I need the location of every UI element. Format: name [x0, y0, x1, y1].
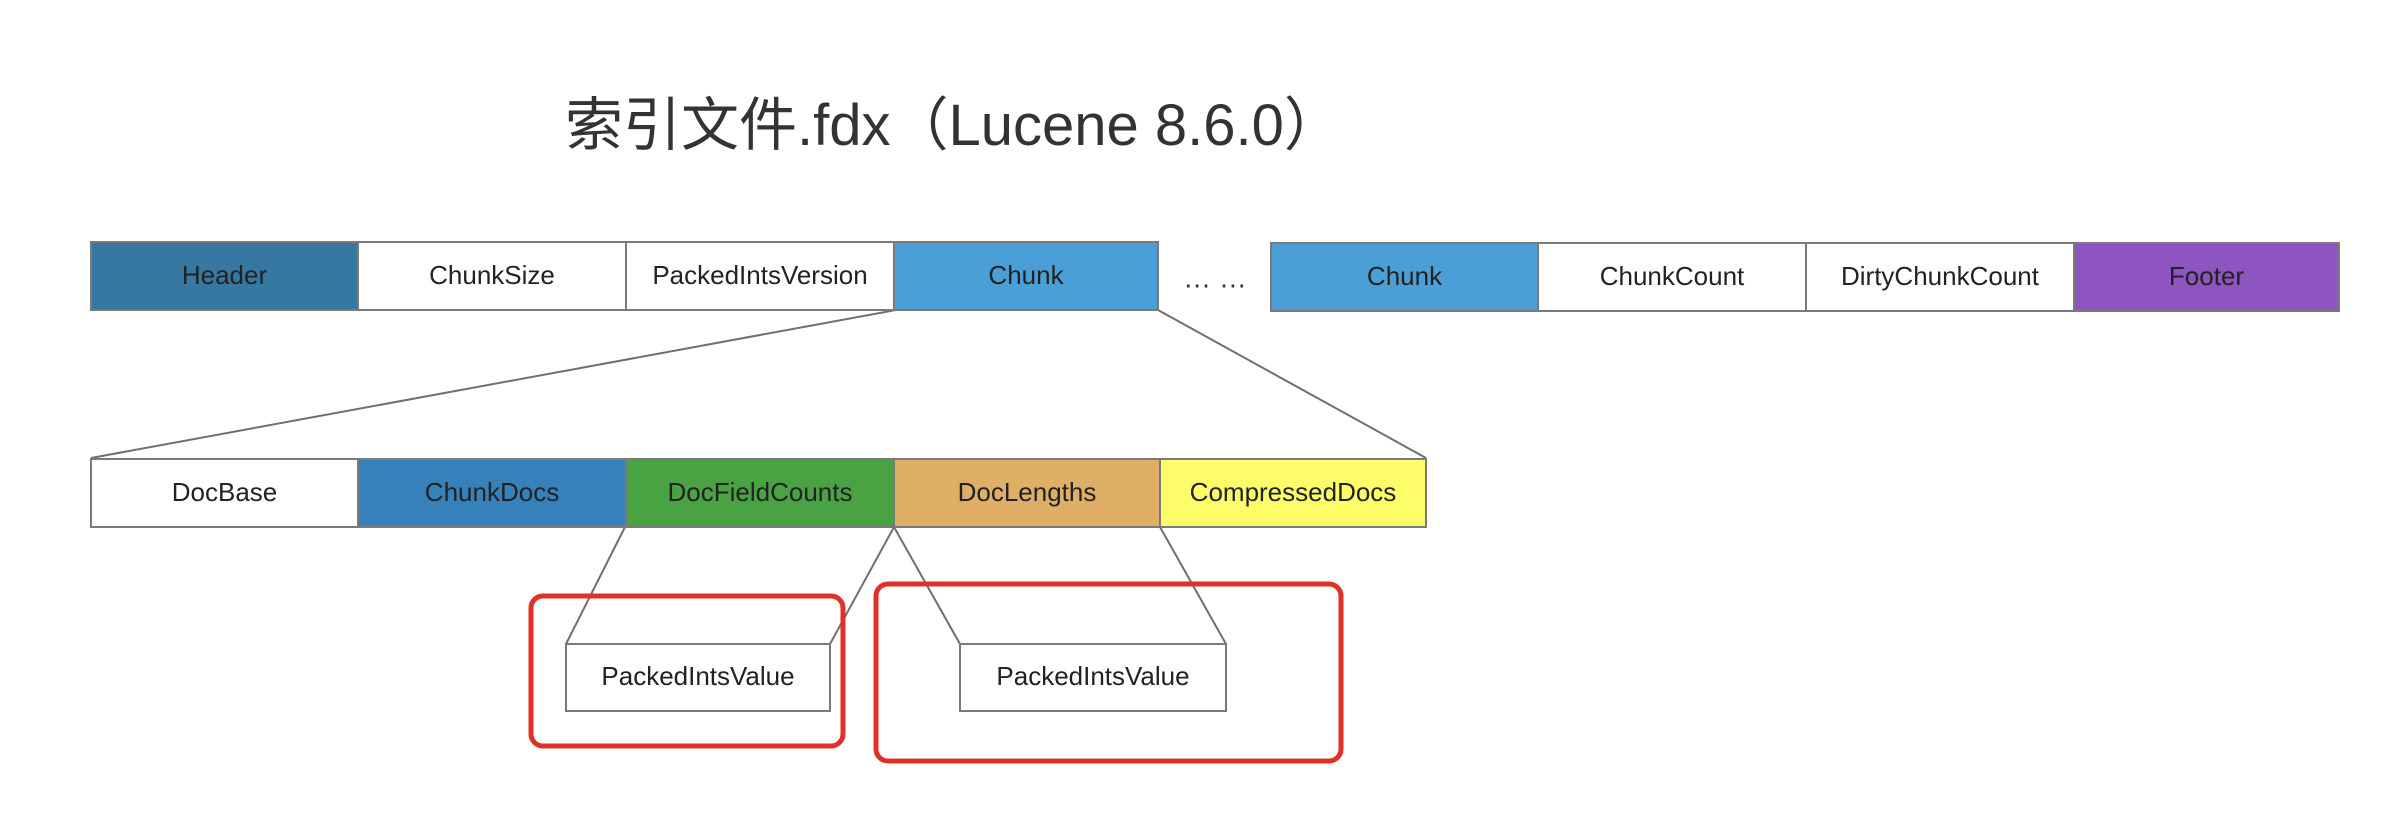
packed-values-row: PackedIntsValue PackedIntsValue [565, 643, 1227, 712]
field-counts-packed-ints-value-box [565, 643, 831, 712]
cell-doc-base: DocBase [90, 458, 359, 528]
chunk-2-box [1270, 242, 1539, 312]
field-counts-highlight-frame [528, 593, 846, 749]
doc-base-label: DocBase [172, 477, 278, 507]
footer-box [2073, 242, 2340, 312]
chunk-docs-box [357, 458, 627, 528]
chunk-expand-right-connector [1157, 309, 1427, 459]
chunk-expand-left-connector [90, 309, 897, 459]
cell-chunk: Chunk [893, 241, 1159, 311]
cell-doc-field-counts: DocFieldCounts [625, 458, 895, 528]
dirty-chunk-count-box [1805, 242, 2075, 312]
cell-chunk-count: ChunkCount [1537, 242, 1807, 312]
cell-lengths-packed-ints-value: PackedIntsValue [959, 643, 1227, 712]
doc-base-box [90, 458, 359, 528]
field-counts-packed-ints-value-label: PackedIntsValue [601, 661, 794, 691]
header-label: Header [182, 260, 268, 290]
compressed-docs-box [1159, 458, 1427, 528]
cell-compressed-docs: CompressedDocs [1159, 458, 1427, 528]
cell-doc-lengths: DocLengths [893, 458, 1161, 528]
fdx-top-row-left: Header ChunkSize PackedIntsVersion Chunk [90, 241, 1159, 311]
cell-field-counts-packed-ints-value: PackedIntsValue [565, 643, 831, 712]
chunk-count-box [1537, 242, 1807, 312]
cell-chunk-2: Chunk [1270, 242, 1539, 312]
cell-packed-ints-version: PackedIntsVersion [625, 241, 895, 311]
chunk-2-label: Chunk [1367, 261, 1443, 291]
dirty-chunk-count-label: DirtyChunkCount [1841, 261, 2040, 291]
diagram-title: 索引文件.fdx（Lucene 8.6.0） [565, 93, 1342, 158]
header-box [90, 241, 359, 311]
footer-label: Footer [2169, 261, 2244, 291]
field-counts-left-connector [565, 526, 626, 645]
chunk-box [893, 241, 1159, 311]
fdx-top-row-right: Chunk ChunkCount DirtyChunkCount Footer [1270, 242, 2340, 312]
doc-lengths-box [893, 458, 1161, 528]
cell-footer: Footer [2073, 242, 2340, 312]
doc-field-counts-box [625, 458, 895, 528]
doc-field-counts-label: DocFieldCounts [668, 477, 853, 507]
cell-chunk-size: ChunkSize [357, 241, 627, 311]
cell-dirty-chunk-count: DirtyChunkCount [1805, 242, 2075, 312]
chunk-fields-row: DocBase ChunkDocs DocFieldCounts DocLeng… [90, 458, 1427, 528]
lengths-highlight-frame [873, 581, 1344, 764]
cell-chunk-docs: ChunkDocs [357, 458, 627, 528]
ellipsis-text: … … [1183, 262, 1247, 293]
lengths-packed-ints-value-label: PackedIntsValue [996, 661, 1189, 691]
chunk-docs-label: ChunkDocs [425, 477, 559, 507]
compressed-docs-label: CompressedDocs [1190, 477, 1397, 507]
chunk-count-label: ChunkCount [1600, 261, 1745, 291]
packed-ints-version-label: PackedIntsVersion [652, 260, 867, 290]
chunk-label: Chunk [988, 260, 1064, 290]
chunk-size-label: ChunkSize [429, 260, 555, 290]
doc-lengths-label: DocLengths [958, 477, 1097, 507]
lengths-packed-ints-value-box [959, 643, 1227, 712]
cell-header: Header [90, 241, 359, 311]
